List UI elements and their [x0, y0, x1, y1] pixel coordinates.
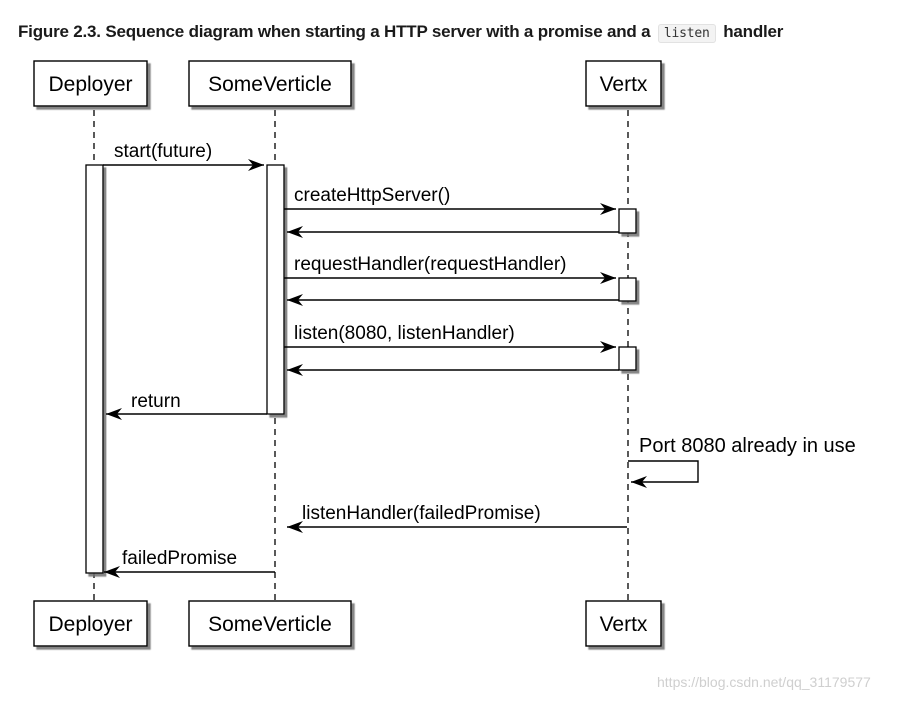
message-label: listen(8080, listenHandler): [294, 323, 515, 344]
participant-label: SomeVerticle: [208, 613, 332, 636]
activation-vertx-request: [618, 277, 637, 302]
caption-code-listen: listen: [657, 24, 716, 43]
participant-someverticle-top: SomeVerticle: [188, 60, 352, 107]
message-label: listenHandler(failedPromise): [302, 503, 541, 524]
participant-label: Deployer: [48, 73, 132, 96]
figure-caption: Figure 2.3. Sequence diagram when starti…: [18, 22, 784, 43]
participant-label: Deployer: [48, 613, 132, 636]
message-return: return: [106, 391, 267, 420]
participant-label: Vertx: [600, 73, 648, 96]
message-start-future: start(future): [103, 141, 264, 171]
message-label: return: [131, 391, 181, 412]
message-listen-reply: [287, 364, 619, 376]
message-label: Port 8080 already in use: [639, 435, 856, 457]
message-create-http-server: createHttpServer(): [284, 185, 616, 215]
message-listen: listen(8080, listenHandler): [284, 323, 616, 353]
message-port-in-use: Port 8080 already in use: [628, 435, 856, 488]
message-label: requestHandler(requestHandler): [294, 254, 566, 275]
participant-someverticle-bottom: SomeVerticle: [188, 600, 352, 647]
message-create-http-server-reply: [287, 226, 619, 238]
participant-deployer-top: Deployer: [33, 60, 148, 107]
watermark: https://blog.csdn.net/qq_31179577: [657, 674, 871, 690]
caption-text-suffix: handler: [723, 22, 784, 41]
message-failed-promise: failedPromise: [104, 548, 275, 578]
activation-deployer: [85, 164, 104, 574]
caption-text: Figure 2.3. Sequence diagram when starti…: [18, 22, 651, 41]
participant-vertx-top: Vertx: [585, 60, 662, 107]
message-listen-handler-call: listenHandler(failedPromise): [287, 503, 627, 533]
message-request-handler: requestHandler(requestHandler): [284, 254, 616, 284]
activation-vertx-listen: [618, 346, 637, 371]
participant-deployer-bottom: Deployer: [33, 600, 148, 647]
message-label: start(future): [114, 141, 212, 162]
participant-label: SomeVerticle: [208, 73, 332, 96]
activation-vertx-create: [618, 208, 637, 234]
activation-someverticle: [266, 164, 285, 415]
participant-label: Vertx: [600, 613, 648, 636]
message-label: createHttpServer(): [294, 185, 450, 206]
message-label: failedPromise: [122, 548, 237, 569]
participant-vertx-bottom: Vertx: [585, 600, 662, 647]
message-request-handler-reply: [287, 294, 619, 306]
